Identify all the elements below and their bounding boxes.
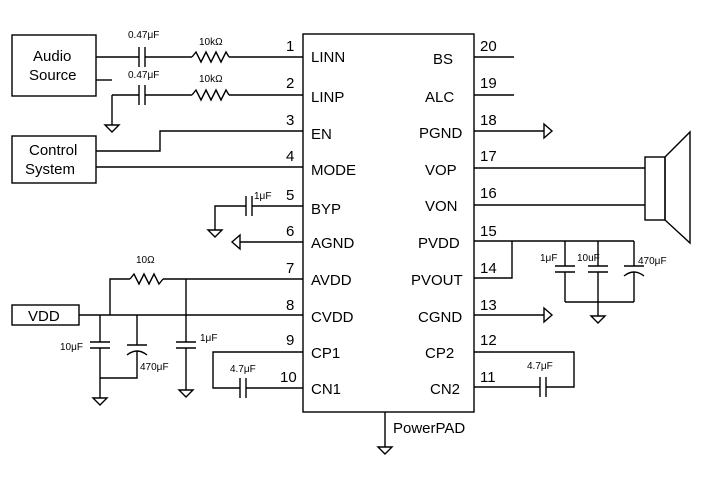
c-byp-value: 1μF [254,191,271,202]
pin-name-cp2: CP2 [425,345,454,362]
pvdd-capacitors [555,241,645,324]
pin-name-von: VON [425,198,458,215]
pin-name-pvdd: PVDD [418,235,460,252]
audio-source-label-line2: Source [29,67,77,84]
byp-capacitor [206,196,303,238]
pin-number-11: 11 [480,369,496,386]
control-system-block [11,135,97,184]
speaker-icon [644,130,691,245]
pin-number-16: 16 [480,185,497,202]
amplifier-ic-body [302,33,475,413]
pin-number-15: 15 [480,223,497,240]
c-pv1-value: 1μF [540,253,557,264]
pin-name-linn: LINN [311,49,345,66]
pin-name-cp1: CP1 [311,345,340,362]
r-in2-value: 10kΩ [199,74,223,85]
pin-number-10: 10 [280,369,297,386]
r-in1-value: 10kΩ [199,37,223,48]
pin-number-5: 5 [286,187,294,204]
pin-number-19: 19 [480,75,497,92]
c-in1-value: 0.47μF [128,30,159,41]
pin-name-alc: ALC [425,89,454,106]
pin-name-cvdd: CVDD [311,309,354,326]
pin-name-pgnd: PGND [419,125,463,142]
pin-name-byp: BYP [311,201,341,218]
control-system-label-line2: System [25,161,75,178]
pin-number-20: 20 [480,38,497,55]
audio-source-block [11,34,97,97]
right-pin-wires [474,56,645,324]
pin-number-3: 3 [286,112,294,129]
pin-number-9: 9 [286,332,294,349]
pin-number-18: 18 [480,112,497,129]
c-cp1-value: 4.7μF [230,364,256,375]
powerpad-label: PowerPAD [393,420,465,437]
pin-number-14: 14 [480,260,497,277]
control-wires [96,130,303,168]
pin-name-mode: MODE [311,162,356,179]
pin-number-12: 12 [480,332,497,349]
c-pv3-value: 470μF [638,256,667,267]
pin-number-7: 7 [286,260,294,277]
pin-name-pvout: PVOUT [411,272,463,289]
cp2-cn2-capacitor [474,351,575,397]
pin-name-bs: BS [433,51,453,68]
input-path-linp [96,79,303,133]
vdd-supply-network [79,272,303,406]
pin-name-cn1: CN1 [311,381,341,398]
pin-number-2: 2 [286,75,294,92]
pin-name-en: EN [311,126,332,143]
c-pv2-value: 10uF [577,253,600,264]
c-vdd1-value: 10μF [60,342,83,353]
powerpad-ground-symbol [376,412,394,455]
audio-source-label-line1: Audio [33,48,71,65]
pin-name-cn2: CN2 [430,381,460,398]
input-path-linn [96,47,303,67]
control-system-label-line1: Control [29,142,77,159]
pin-name-linp: LINP [311,89,344,106]
c-vdd3-value: 1μF [200,333,217,344]
r-avdd-value: 10Ω [136,255,155,266]
pin-number-1: 1 [286,38,294,55]
pin-number-6: 6 [286,223,294,240]
c-vdd2-value: 470μF [140,362,169,373]
pin-name-agnd: AGND [311,235,355,252]
pin-name-cgnd: CGND [418,309,462,326]
agnd-ground-symbol [230,233,303,251]
pin-number-17: 17 [480,148,497,165]
c-cp2-value: 4.7μF [527,361,553,372]
pin-number-13: 13 [480,297,497,314]
cp1-cn1-capacitor [212,351,303,398]
pin-number-4: 4 [286,148,294,165]
c-in2-value: 0.47μF [128,70,159,81]
pin-name-avdd: AVDD [311,272,352,289]
pin-number-8: 8 [286,297,294,314]
pin-name-vop: VOP [425,162,457,179]
vdd-label: VDD [28,308,60,325]
